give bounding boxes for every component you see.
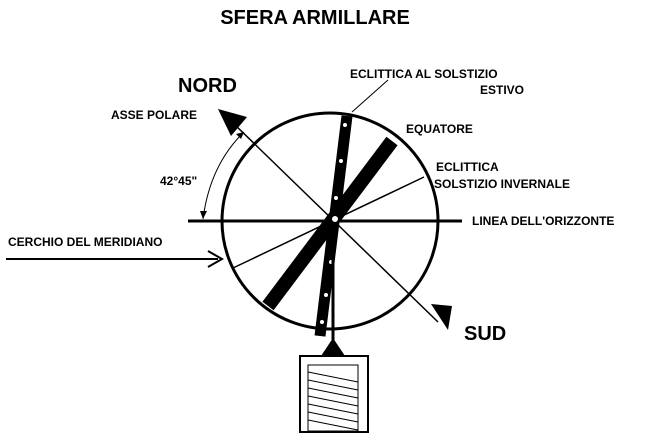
south-pole-arrowhead [431,304,452,330]
latitude-angle-arc [202,131,245,220]
label-asse-polare: ASSE POLARE [111,108,197,122]
label-eclittica-invernale-1: ECLITTICA [436,160,499,174]
label-nord: NORD [178,75,237,97]
ecliptic-winter-line [232,176,425,269]
label-sud: SUD [464,323,506,345]
label-eclittica-estivo-1: ECLITTICA AL SOLSTIZIO [350,67,498,81]
label-linea-orizzonte: LINEA DELL'ORIZZONTE [472,214,614,228]
label-equatore: EQUATORE [406,122,473,136]
support-triangle [321,338,345,356]
north-pole-arrowhead [218,109,247,136]
center-pivot [330,214,340,224]
label-angle: 42°45" [160,174,197,188]
pedestal [299,355,369,433]
ecliptic-summer-pointer [351,79,389,113]
label-cerchio-meridiano: CERCHIO DEL MERIDIANO [8,235,162,249]
label-eclittica-estivo-2: ESTIVO [480,83,524,97]
label-eclittica-invernale-2: SOLSTIZIO INVERNALE [434,177,570,191]
diagram-title: SFERA ARMILLARE [220,7,410,29]
